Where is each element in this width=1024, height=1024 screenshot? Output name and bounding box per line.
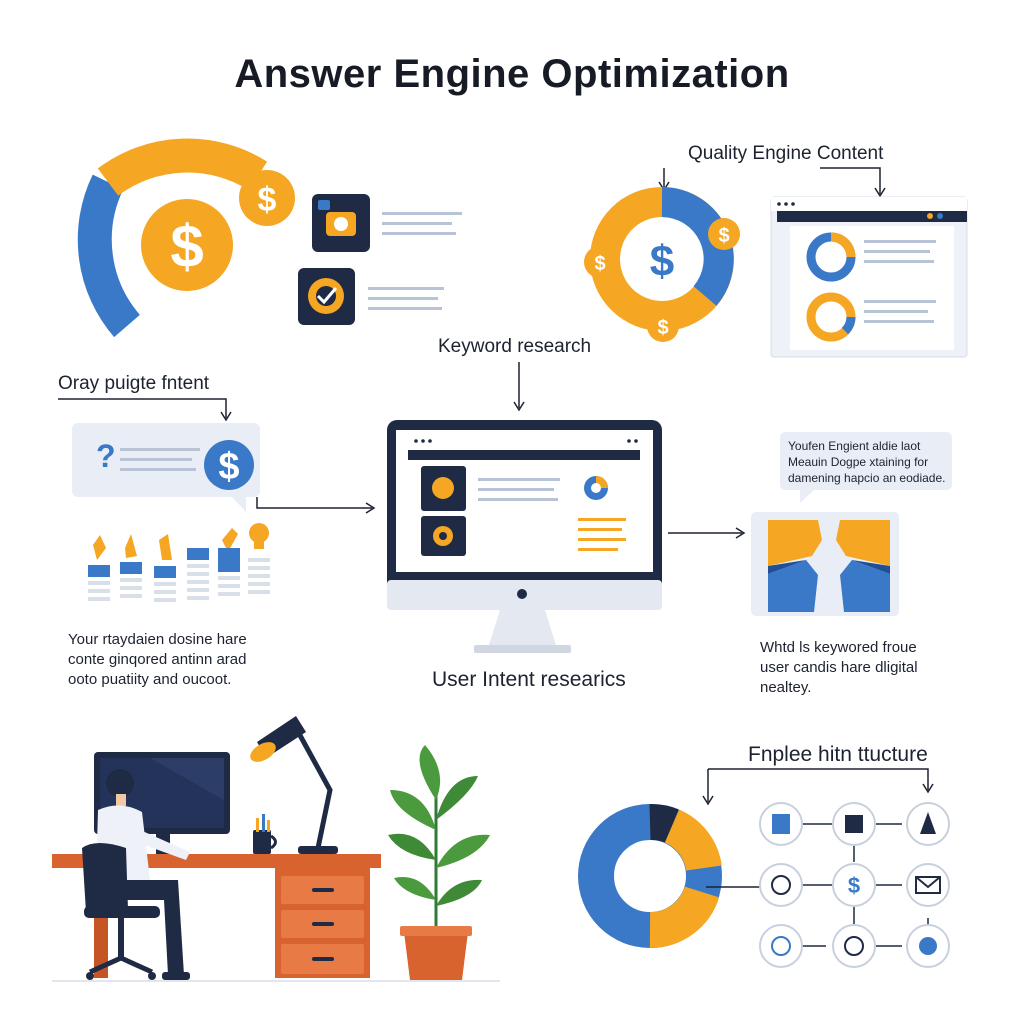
svg-text:$: $ — [218, 446, 239, 488]
left-paragraph: Your rtaydaien dosine hare conte ginqore… — [68, 630, 247, 690]
quality-arrows — [658, 167, 886, 198]
tool-icon-tile — [312, 194, 370, 252]
keyword-label: Keyword research — [438, 336, 592, 357]
info-callout — [780, 432, 952, 503]
svg-text:$: $ — [848, 873, 860, 898]
big-dollar-icon — [141, 199, 233, 291]
svg-text:?: ? — [96, 438, 116, 474]
svg-text:$: $ — [657, 317, 668, 339]
left-paragraph-line: ooto puatiity and oucoot. — [68, 671, 232, 688]
desktop-monitor — [387, 420, 662, 653]
target-icon-tile — [298, 268, 355, 325]
callout-text-line: Meauin Dogpe xtaining for — [788, 455, 929, 469]
right-paragraph-line: nealtey. — [760, 679, 812, 696]
structure-donut — [578, 804, 722, 949]
quality-label: Quality Engine Content — [688, 143, 884, 164]
fnplee-label: Fnplee hitn ttucture — [748, 743, 928, 766]
small-dollar-icon — [239, 170, 295, 226]
dollar-arc-graphic: $ $ — [77, 138, 295, 338]
desk-scene — [52, 716, 500, 982]
svg-text:$: $ — [594, 253, 605, 275]
browser-window — [770, 196, 968, 358]
right-paragraph-line: user candis hare dligital — [760, 659, 918, 676]
svg-text:$: $ — [258, 181, 277, 219]
callout-text: Youfen Engient aldie laot Meauin Dogpe x… — [788, 438, 945, 486]
callout-text-line: Youfen Engient aldie laot — [788, 439, 921, 453]
svg-text:$: $ — [650, 237, 674, 286]
svg-text:$: $ — [718, 225, 729, 247]
left-paragraph-line: Your rtaydaien dosine hare — [68, 631, 247, 648]
network-nodes: $ — [759, 802, 950, 968]
shapes-tile — [751, 512, 899, 616]
revenue-donut: $ $ $ $ — [584, 187, 740, 342]
user-intent-label: User Intent researics — [432, 668, 626, 691]
right-paragraph-line: Whtd ls keywored froue — [760, 639, 917, 656]
right-paragraph: Whtd ls keywored froue user candis hare … — [760, 638, 918, 698]
page-title: Answer Engine Optimization — [234, 52, 790, 96]
structure-network — [802, 823, 929, 947]
svg-text:$: $ — [170, 213, 203, 280]
oray-label: Oray puigte fntent — [58, 373, 210, 394]
bar-columns — [88, 523, 270, 602]
callout-text-line: damening hapcio an eodiade. — [788, 471, 946, 485]
left-paragraph-line: conte ginqored antinn arad — [68, 651, 247, 668]
question-callout: ? $ — [72, 423, 260, 512]
